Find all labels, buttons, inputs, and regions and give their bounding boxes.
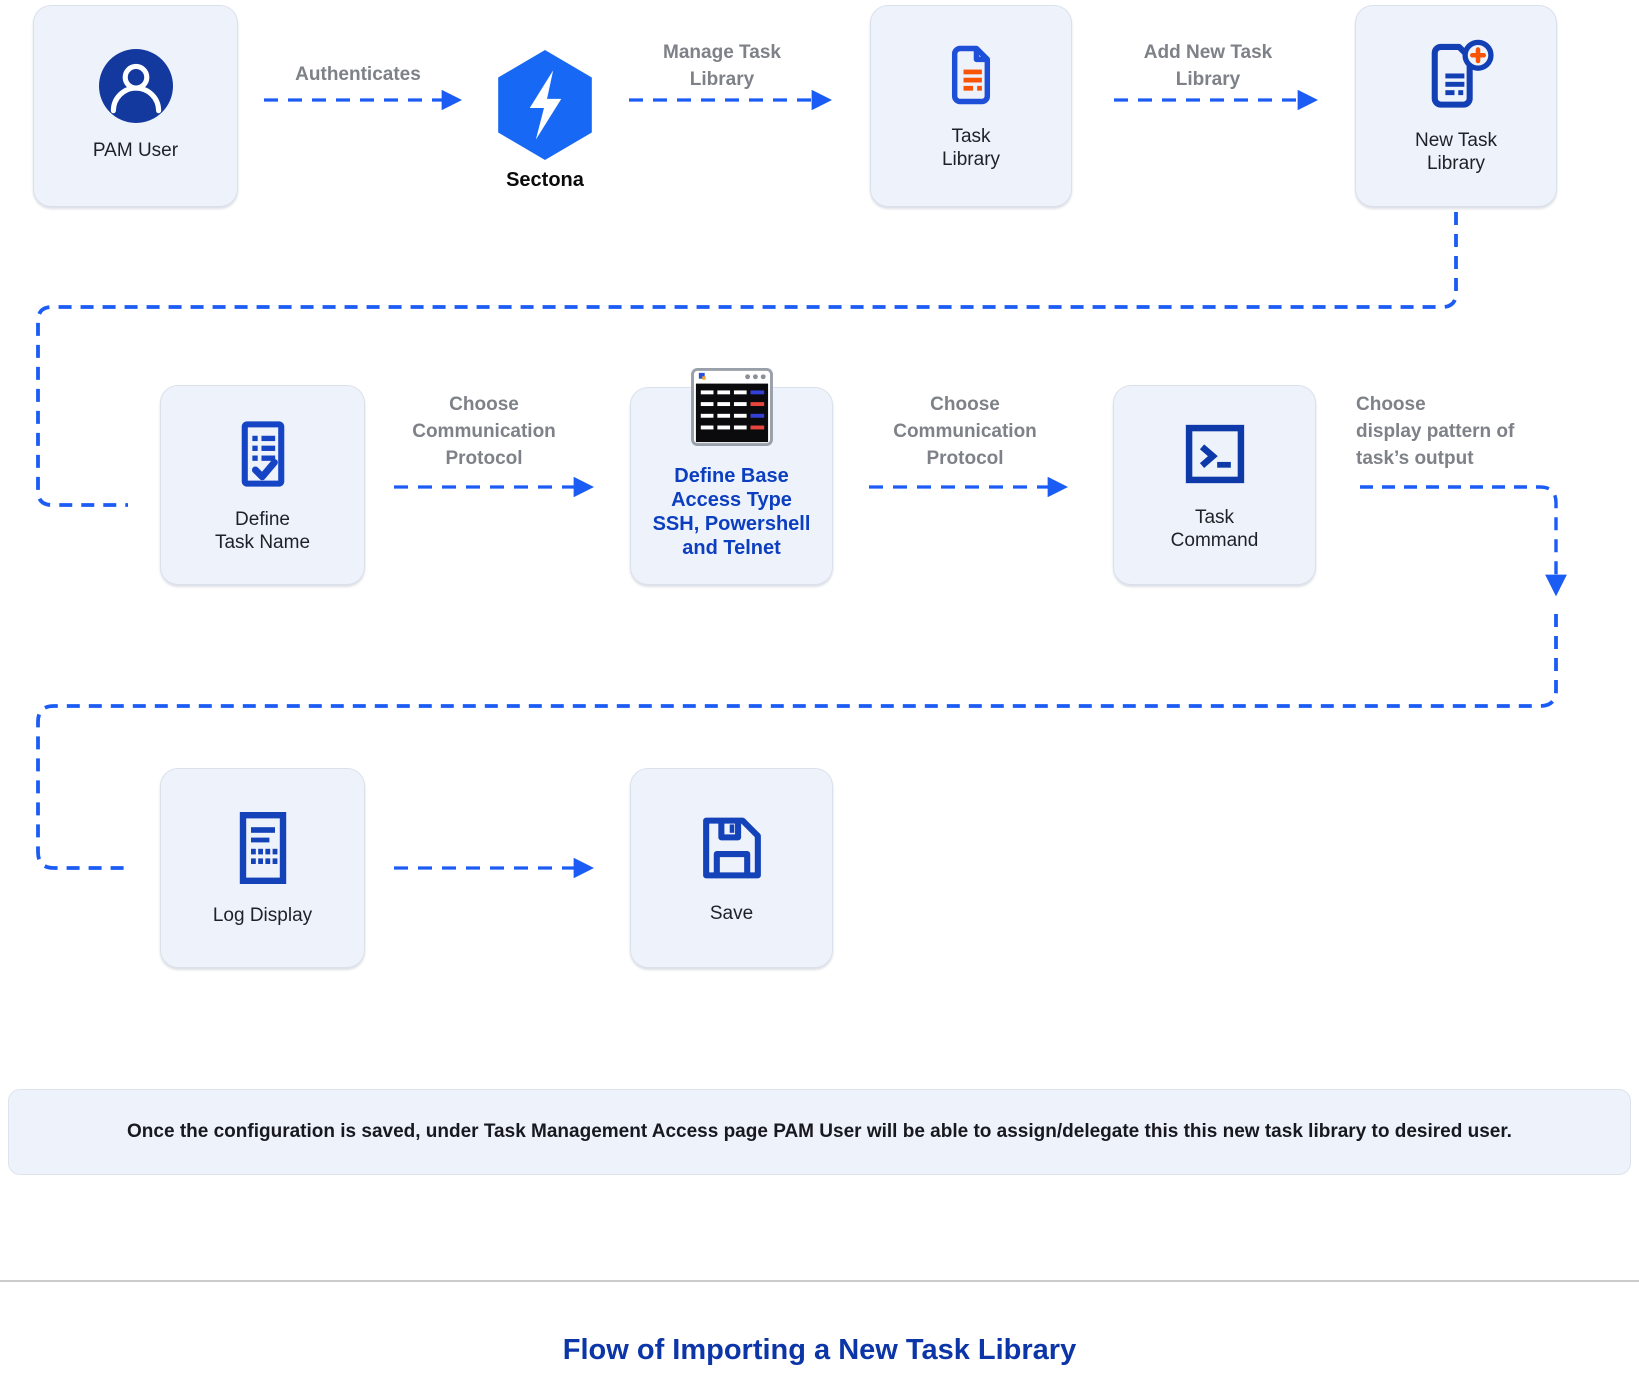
diagram-title: Flow of Importing a New Task Library — [562, 1334, 1077, 1366]
sectona-logo-icon — [498, 50, 592, 160]
checklist-icon — [241, 421, 284, 487]
node-define-base-access: Define Base Access Type SSH, Powershell … — [630, 368, 833, 585]
node-label: Task Library — [941, 125, 1001, 170]
node-label: Log Display — [212, 905, 313, 927]
log-document-icon — [239, 812, 286, 885]
node-log-display: Log Display — [160, 768, 365, 968]
node-label: New Task Library — [1414, 129, 1497, 174]
edge-label-add-new-task-library: Add New Task Library — [1143, 42, 1273, 90]
note-text: Once the configuration is saved, under T… — [127, 1121, 1512, 1142]
divider-line — [0, 1280, 1639, 1282]
note-box: Once the configuration is saved, under T… — [8, 1089, 1631, 1175]
node-new-task-library: New Task Library — [1355, 5, 1557, 207]
edge-label-authenticates: Authenticates — [295, 64, 421, 85]
floppy-disk-icon — [702, 818, 761, 879]
node-label: Task Command — [1170, 506, 1259, 551]
node-save: Save — [630, 768, 833, 968]
edge-label-manage-task-library: Manage Task Library — [663, 42, 781, 90]
edge-label-choose-protocol-2: Choose Communication Protocol — [893, 394, 1037, 469]
node-label: Define Base Access Type SSH, Powershell … — [652, 465, 811, 559]
edge-label-choose-protocol-1: Choose Communication Protocol — [412, 394, 556, 469]
node-label: Save — [709, 903, 754, 925]
connector-choose-display-down — [1360, 485, 1567, 597]
terminal-window-icon — [690, 368, 773, 451]
node-define-task-name: Define Task Name — [160, 385, 365, 585]
document-add-icon — [1431, 39, 1494, 108]
node-label: PAM User — [92, 140, 179, 162]
user-icon — [98, 49, 173, 124]
node-task-library: Task Library — [870, 5, 1072, 207]
edge-label-choose-display-pattern: Choose display pattern of task’s output — [1356, 394, 1515, 469]
node-task-command: Task Command — [1113, 385, 1316, 585]
sectona-wordmark: Sectona — [506, 169, 584, 191]
node-label: Define Task Name — [214, 508, 311, 553]
node-pam-user: PAM User — [33, 5, 238, 207]
node-sectona: Sectona — [493, 48, 597, 192]
terminal-prompt-icon — [1185, 424, 1244, 483]
document-icon — [951, 45, 991, 105]
